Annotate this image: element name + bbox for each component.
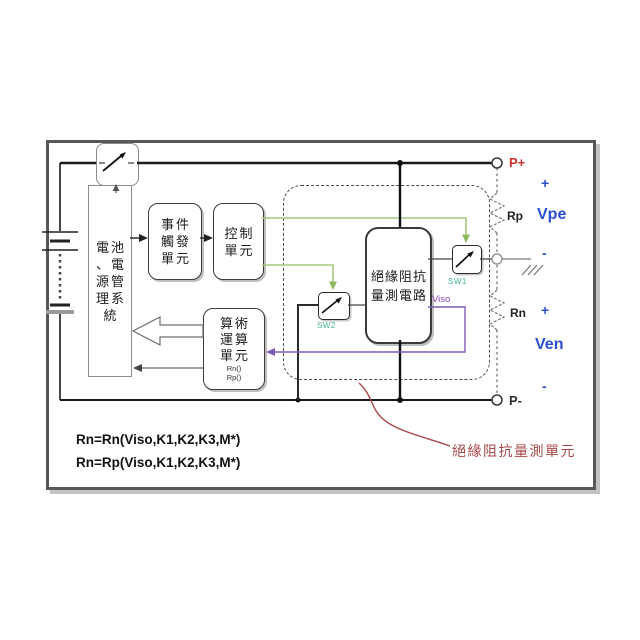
minus-bottom-label: - <box>542 378 547 394</box>
event-trigger-line: 觸發 <box>160 234 191 249</box>
plus-top-label: + <box>541 175 550 191</box>
control-unit-line: 控制 <box>224 225 255 241</box>
bms-box: 電池 、電 源管 理系 統 <box>88 185 132 377</box>
sw1-label: SW1 <box>448 277 467 286</box>
measurement-circuit-line: 絕緣阻抗 <box>370 268 427 284</box>
event-trigger-line: 事件 <box>160 217 191 232</box>
vpe-label: Vpe <box>537 206 567 223</box>
event-trigger-box: 事件 觸發 單元 <box>148 203 202 280</box>
p-minus-label: P- <box>509 393 522 408</box>
sw2-box <box>318 292 350 320</box>
arithmetic-line: 運算 <box>219 332 250 347</box>
p-plus-label: P+ <box>509 155 526 170</box>
main-switch-box <box>96 143 139 186</box>
event-trigger-line: 單元 <box>160 251 191 266</box>
rp-label: Rp <box>507 209 523 223</box>
formula-rn: Rn=Rn(Viso,K1,K2,K3,M*) <box>76 432 241 447</box>
annotation-label: 絕緣阻抗量測單元 <box>452 443 576 459</box>
control-unit-line: 單元 <box>224 242 255 258</box>
bms-label-line: 源管 <box>95 273 126 289</box>
measurement-circuit-box: 絕緣阻抗 量測電路 <box>365 227 432 344</box>
formula-rp: Rn=Rp(Viso,K1,K2,K3,M*) <box>76 455 241 470</box>
rn-label: Rn <box>510 306 526 320</box>
bms-label-line: 電池 <box>95 239 126 255</box>
measurement-circuit-line: 量測電路 <box>370 287 427 303</box>
bms-label-line: 、電 <box>95 256 126 272</box>
minus-top-label: - <box>542 245 547 261</box>
arithmetic-unit-box: 算術 運算 單元 Rn() Rp() <box>203 308 265 390</box>
measurement-unit-dashed-box <box>283 185 490 380</box>
bms-label-line: 理系 <box>95 290 126 306</box>
ven-label: Ven <box>535 336 564 353</box>
control-unit-box: 控制 單元 <box>213 203 264 280</box>
plus-bottom-label: + <box>541 302 550 318</box>
sw1-box <box>452 245 482 274</box>
arithmetic-sub-line: Rp() <box>226 373 242 382</box>
sw2-label: SW2 <box>317 321 336 330</box>
arithmetic-sub-line: Rn() <box>226 364 242 373</box>
arithmetic-line: 算術 <box>219 316 250 331</box>
bms-label-line: 統 <box>103 307 119 323</box>
arithmetic-line: 單元 <box>219 348 250 363</box>
viso-label: Viso <box>432 294 451 305</box>
